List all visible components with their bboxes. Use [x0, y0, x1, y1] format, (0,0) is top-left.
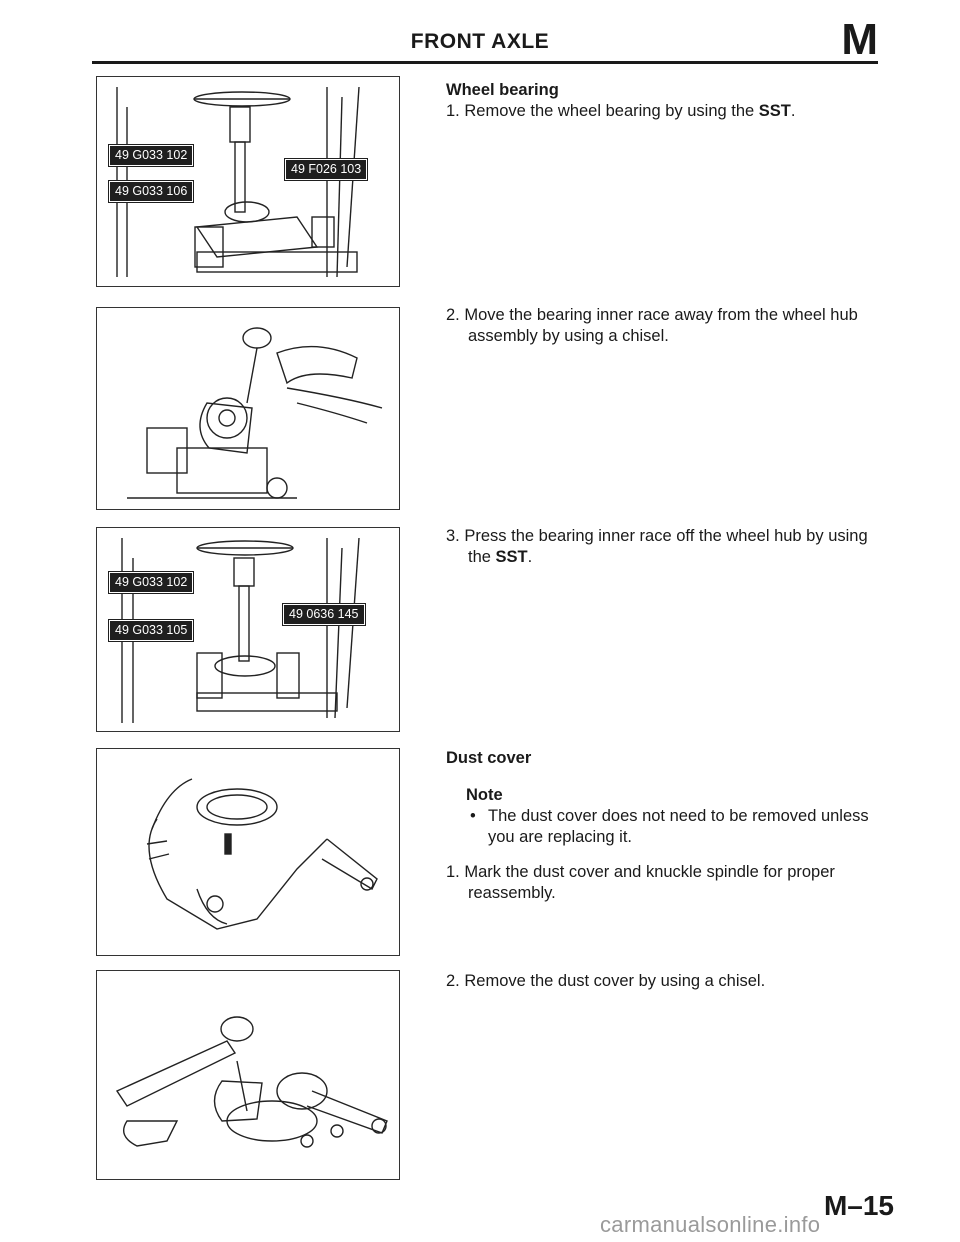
step-1: 1. Mark the dust cover and knuckle spind…	[446, 862, 886, 904]
step-number: 2.	[446, 306, 460, 324]
step-end: .	[527, 548, 533, 566]
note-label: Note	[466, 786, 503, 804]
sst-tag: 49 F026 103	[283, 158, 369, 181]
page-number: M–15	[823, 1190, 894, 1221]
figure-chisel-inner-race	[96, 307, 400, 510]
step-text: Press the bearing inner race off the whe…	[464, 527, 868, 566]
figure-dust-cover-chisel	[96, 970, 400, 1180]
figure-dust-cover	[96, 748, 400, 956]
step-text: Remove the dust cover by using a chisel.	[464, 972, 766, 990]
step-3: 3. Press the bearing inner race off the …	[446, 526, 886, 568]
chisel-illustration	[127, 327, 383, 499]
note-text: The dust cover does not need to be remov…	[488, 807, 869, 846]
sst-tag: 49 G033 102	[107, 571, 195, 594]
header-divider	[92, 61, 878, 64]
step-text: Remove the wheel bearing by using the	[464, 102, 759, 120]
step-end: .	[790, 102, 796, 120]
wheel-bearing-step-2: 2. Move the bearing inner race away from…	[446, 305, 886, 347]
sst-tag: 49 G033 102	[107, 144, 195, 167]
step-text: Move the bearing inner race away from th…	[464, 306, 858, 345]
section-letter: M	[841, 15, 878, 64]
note-block: Note • The dust cover does not need to be…	[446, 785, 886, 848]
sst-tag: 49 G033 105	[107, 619, 195, 642]
dust-cover-step-2: 2. Remove the dust cover by using a chis…	[446, 971, 886, 992]
step-number: 3.	[446, 527, 460, 545]
watermark: carmanualsonline.info	[600, 1212, 821, 1237]
dust-cover-section: Dust cover Note • The dust cover does not…	[446, 748, 886, 904]
step-2: 2. Remove the dust cover by using a chis…	[446, 971, 886, 992]
dust-cover-illustration	[146, 778, 378, 930]
bullet: •	[470, 807, 476, 825]
step-number: 2.	[446, 972, 460, 990]
step-number: 1.	[446, 102, 460, 120]
section-heading: Dust cover	[446, 749, 532, 767]
step-text: Mark the dust cover and knuckle spindle …	[464, 863, 835, 902]
figure-wheel-bearing-removal: 49 G033 102 49 G033 106 49 F026 103	[96, 76, 400, 287]
step-1: 1. Remove the wheel bearing by using the…	[446, 101, 886, 122]
sst-tag: 49 G033 106	[107, 180, 195, 203]
note-item: • The dust cover does not need to be remo…	[466, 806, 886, 848]
chisel-illustration	[115, 1016, 388, 1148]
sst-ref: SST	[758, 102, 791, 120]
wheel-bearing-section: Wheel bearing 1. Remove the wheel bearin…	[446, 80, 886, 122]
step-number: 1.	[446, 863, 460, 881]
section-heading: Wheel bearing	[446, 81, 559, 99]
page-title: FRONT AXLE	[410, 30, 550, 53]
wheel-bearing-step-3: 3. Press the bearing inner race off the …	[446, 526, 886, 568]
figure-press-inner-race: 49 G033 102 49 G033 105 49 0636 145	[96, 527, 400, 732]
sst-tag: 49 0636 145	[282, 603, 366, 626]
step-2: 2. Move the bearing inner race away from…	[446, 305, 886, 347]
sst-ref: SST	[495, 548, 528, 566]
